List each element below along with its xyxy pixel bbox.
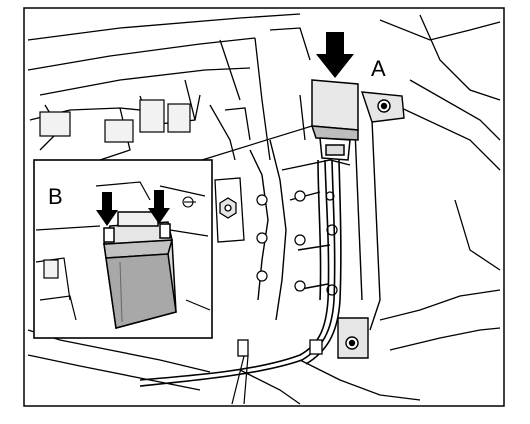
callout-a: A	[371, 56, 386, 81]
mounting-bolt	[214, 177, 245, 243]
bay-brackets	[39, 99, 191, 143]
relay-a	[310, 79, 359, 161]
callout-b: B	[48, 184, 63, 209]
dangling-wires	[231, 355, 249, 405]
down-arrow-icon	[96, 192, 118, 226]
detail-inset	[33, 159, 213, 339]
down-arrow-icon	[316, 32, 354, 78]
wire-tie	[237, 339, 323, 357]
background-structure	[27, 13, 501, 405]
relay-b	[102, 211, 177, 329]
wire-harness	[139, 159, 342, 387]
leader-line	[201, 125, 313, 161]
relay-bracket	[337, 91, 405, 359]
down-arrow-icon	[148, 190, 170, 224]
